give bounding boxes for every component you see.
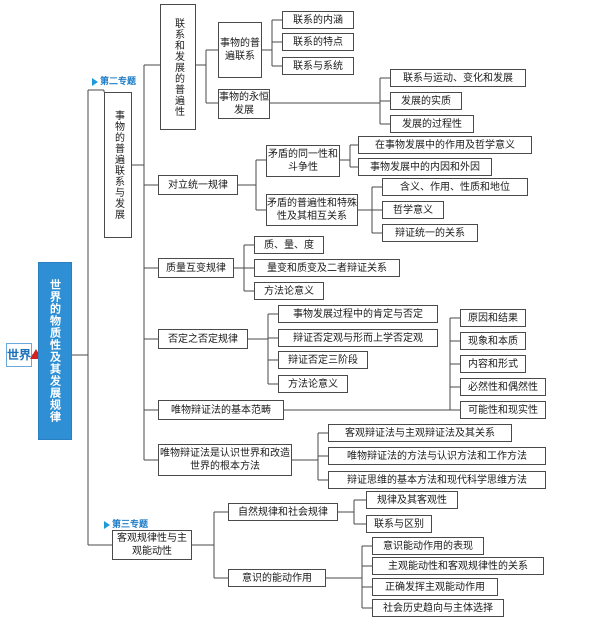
category-item-2: 现象和本质 — [460, 332, 526, 350]
triangle-icon — [104, 520, 110, 529]
quality-item-3: 方法论意义 — [254, 282, 324, 300]
agency-item-4: 社会历史趋向与主体选择 — [372, 599, 504, 617]
triangle-icon — [92, 77, 98, 86]
negation-item-1: 事物发展过程中的肯定与否定 — [278, 305, 438, 323]
universal-node: 事物的普遍联系与发展 — [104, 92, 132, 238]
negation-node: 否定之否定规律 — [158, 329, 248, 349]
categories-node: 唯物辩证法的基本范畴 — [158, 400, 284, 420]
agency-item-3: 正确发挥主观能动作用 — [372, 578, 498, 596]
universality-item-2: 哲学意义 — [382, 201, 444, 219]
universality-node: 矛盾的普遍性和特殊性及其相互关系 — [266, 194, 358, 226]
dev-item-3: 发展的过程性 — [390, 115, 474, 133]
agency-item-1: 意识能动作用的表现 — [372, 537, 484, 555]
dev-node: 事物的永恒发展 — [218, 89, 270, 119]
category-item-3: 内容和形式 — [460, 355, 526, 373]
dev-item-1: 联系与运动、变化和发展 — [390, 69, 526, 87]
link-item-3: 联系与系统 — [282, 57, 354, 75]
link-group-node: 联系和发展的普遍性 — [160, 4, 196, 130]
quality-item-2: 量变和质变及二者辩证关系 — [254, 259, 400, 277]
universality-item-3: 辩证统一的关系 — [382, 224, 478, 242]
red-arrow-icon — [30, 349, 42, 359]
unit2-tag: 第二专题 — [92, 74, 136, 87]
method-item-2: 唯物辩证法的方法与认识方法和工作方法 — [328, 447, 546, 465]
link-item-1: 联系的内涵 — [282, 11, 354, 29]
category-item-5: 可能性和现实性 — [460, 401, 546, 419]
universality-item-1: 含义、作用、性质和地位 — [382, 178, 528, 196]
identity-node: 矛盾的同一性和斗争性 — [266, 145, 340, 177]
root-node: 世界 — [6, 343, 32, 367]
category-item-4: 必然性和偶然性 — [460, 378, 546, 396]
identity-item-2: 事物发展中的内因和外因 — [358, 158, 492, 176]
identity-item-1: 在事物发展中的作用及哲学意义 — [358, 136, 532, 154]
negation-item-2: 辩证否定观与形而上学否定观 — [278, 329, 438, 347]
agency-node: 意识的能动作用 — [228, 569, 326, 587]
link-node: 事物的普遍联系 — [218, 22, 262, 78]
contradiction-node: 对立统一规律 — [158, 175, 238, 195]
method-node: 唯物辩证法是认识世界和改造世界的根本方法 — [158, 444, 292, 476]
agency-item-2: 主观能动性和客观规律性的关系 — [372, 557, 544, 575]
main-node: 世界的物质性及其发展规律 — [38, 262, 72, 440]
method-item-3: 辩证思维的基本方法和现代科学思维方法 — [328, 471, 546, 489]
negation-item-4: 方法论意义 — [278, 375, 348, 393]
quality-item-1: 质、量、度 — [254, 236, 324, 254]
natural-item-1: 规律及其客观性 — [366, 491, 458, 509]
unit3-tag: 第三专题 — [104, 517, 148, 530]
link-item-2: 联系的特点 — [282, 33, 354, 51]
natural-node: 自然规律和社会规律 — [228, 503, 338, 521]
method-item-1: 客观辩证法与主观辩证法及其关系 — [328, 424, 512, 442]
negation-item-3: 辩证否定三阶段 — [278, 351, 368, 369]
category-item-1: 原因和结果 — [460, 309, 526, 327]
quality-node: 质量互变规律 — [158, 258, 234, 278]
dev-item-2: 发展的实质 — [390, 92, 462, 110]
objective-node: 客观规律性与主观能动性 — [112, 530, 192, 560]
natural-item-2: 联系与区别 — [366, 515, 432, 533]
